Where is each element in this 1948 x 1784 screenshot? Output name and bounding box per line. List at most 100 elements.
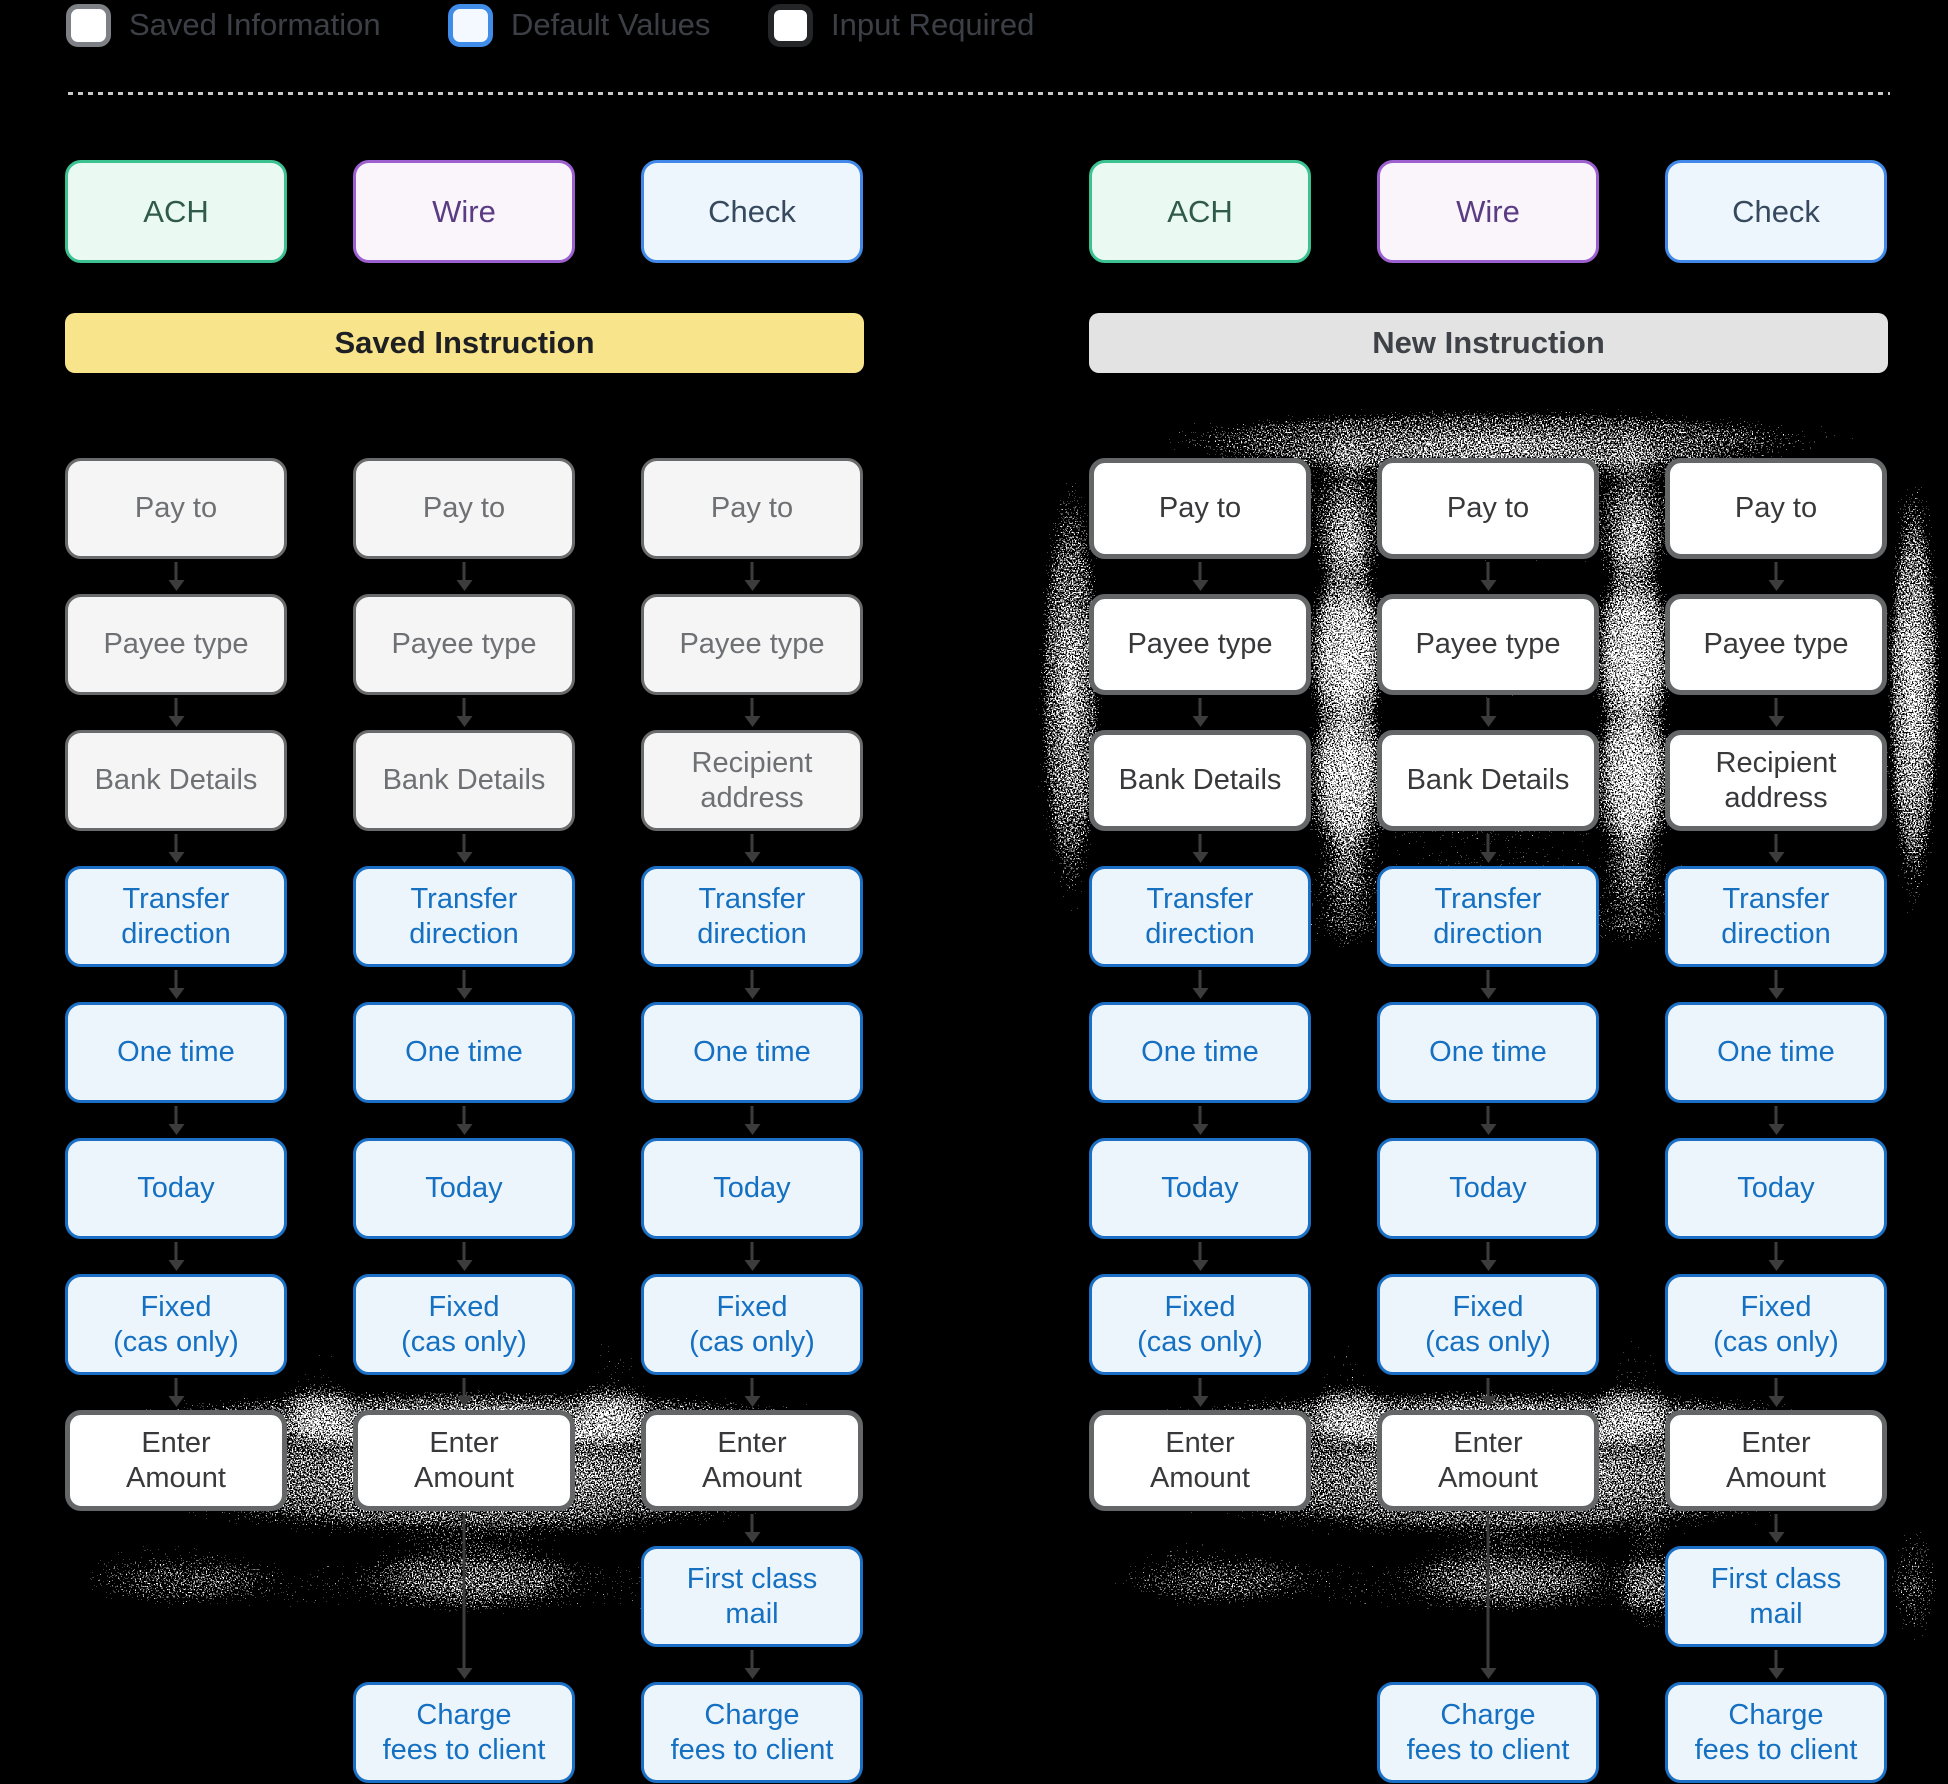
node-enter-amount[interactable]: Enter Amount xyxy=(1665,1410,1887,1511)
connector-arrow xyxy=(174,698,178,716)
node-charge-fees-to-client[interactable]: Charge fees to client xyxy=(641,1682,863,1783)
node-pay-to[interactable]: Pay to xyxy=(65,458,287,559)
node-fixed-cas-only[interactable]: Fixed (cas only) xyxy=(1377,1274,1599,1375)
connector-arrow xyxy=(750,1378,754,1396)
node-enter-amount[interactable]: Enter Amount xyxy=(1089,1410,1311,1511)
node-transfer-direction[interactable]: Transfer direction xyxy=(65,866,287,967)
connector-arrow xyxy=(750,1242,754,1260)
node-enter-amount[interactable]: Enter Amount xyxy=(353,1410,575,1511)
connector-arrow xyxy=(174,562,178,580)
connector-arrow xyxy=(750,1106,754,1124)
node-fixed-cas-only[interactable]: Fixed (cas only) xyxy=(353,1274,575,1375)
connector-arrow xyxy=(1198,562,1202,580)
node-pay-to[interactable]: Pay to xyxy=(1665,458,1887,559)
ach-button[interactable]: ACH xyxy=(65,160,287,263)
node-pay-to[interactable]: Pay to xyxy=(1089,458,1311,559)
connector-arrow xyxy=(174,1106,178,1124)
node-transfer-direction[interactable]: Transfer direction xyxy=(641,866,863,967)
connector-arrow xyxy=(462,1514,466,1668)
connector-arrow xyxy=(1486,1242,1490,1260)
connector-arrow xyxy=(462,562,466,580)
legend: Saved Information Default Values Input R… xyxy=(0,0,1948,52)
connector-arrow xyxy=(462,970,466,988)
node-one-time[interactable]: One time xyxy=(1665,1002,1887,1103)
connector-arrow xyxy=(462,834,466,852)
node-today[interactable]: Today xyxy=(1089,1138,1311,1239)
connector-arrow xyxy=(462,698,466,716)
check-button[interactable]: Check xyxy=(641,160,863,263)
node-fixed-cas-only[interactable]: Fixed (cas only) xyxy=(65,1274,287,1375)
node-recipient-address[interactable]: Recipient address xyxy=(1665,730,1887,831)
node-first-class-mail[interactable]: First class mail xyxy=(1665,1546,1887,1647)
node-today[interactable]: Today xyxy=(65,1138,287,1239)
node-payee-type[interactable]: Payee type xyxy=(1089,594,1311,695)
node-today[interactable]: Today xyxy=(353,1138,575,1239)
connector-arrow xyxy=(1774,1650,1778,1668)
connector-arrow xyxy=(750,970,754,988)
node-one-time[interactable]: One time xyxy=(1377,1002,1599,1103)
legend-label: Input Required xyxy=(831,7,1035,42)
node-fixed-cas-only[interactable]: Fixed (cas only) xyxy=(1089,1274,1311,1375)
node-payee-type[interactable]: Payee type xyxy=(1665,594,1887,695)
node-first-class-mail[interactable]: First class mail xyxy=(641,1546,863,1647)
connector-arrow xyxy=(750,834,754,852)
node-today[interactable]: Today xyxy=(1377,1138,1599,1239)
node-transfer-direction[interactable]: Transfer direction xyxy=(353,866,575,967)
node-bank-details[interactable]: Bank Details xyxy=(1377,730,1599,831)
connector-arrow xyxy=(1774,970,1778,988)
node-one-time[interactable]: One time xyxy=(641,1002,863,1103)
node-pay-to[interactable]: Pay to xyxy=(1377,458,1599,559)
legend-swatch-saved-icon xyxy=(66,3,111,47)
node-pay-to[interactable]: Pay to xyxy=(641,458,863,559)
node-bank-details[interactable]: Bank Details xyxy=(1089,730,1311,831)
node-bank-details[interactable]: Bank Details xyxy=(353,730,575,831)
node-transfer-direction[interactable]: Transfer direction xyxy=(1377,866,1599,967)
node-payee-type[interactable]: Payee type xyxy=(1377,594,1599,695)
node-charge-fees-to-client[interactable]: Charge fees to client xyxy=(353,1682,575,1783)
node-recipient-address[interactable]: Recipient address xyxy=(641,730,863,831)
node-fixed-cas-only[interactable]: Fixed (cas only) xyxy=(641,1274,863,1375)
node-enter-amount[interactable]: Enter Amount xyxy=(65,1410,287,1511)
node-payee-type[interactable]: Payee type xyxy=(641,594,863,695)
node-pay-to[interactable]: Pay to xyxy=(353,458,575,559)
node-enter-amount[interactable]: Enter Amount xyxy=(1377,1410,1599,1511)
node-charge-fees-to-client[interactable]: Charge fees to client xyxy=(1377,1682,1599,1783)
connector-arrow xyxy=(1774,1378,1778,1396)
legend-label: Saved Information xyxy=(129,7,381,42)
node-payee-type[interactable]: Payee type xyxy=(65,594,287,695)
node-today[interactable]: Today xyxy=(641,1138,863,1239)
connector-arrow xyxy=(750,1650,754,1668)
connector-arrow xyxy=(174,1242,178,1260)
connector-arrow xyxy=(1774,834,1778,852)
connector-arrow xyxy=(174,834,178,852)
node-transfer-direction[interactable]: Transfer direction xyxy=(1089,866,1311,967)
dashed-divider xyxy=(68,92,1890,95)
connector-arrow xyxy=(1774,562,1778,580)
connector-arrow xyxy=(1198,1378,1202,1396)
wire-button[interactable]: Wire xyxy=(353,160,575,263)
wire-button[interactable]: Wire xyxy=(1377,160,1599,263)
connector-arrow xyxy=(1486,698,1490,716)
node-enter-amount[interactable]: Enter Amount xyxy=(641,1410,863,1511)
node-payee-type[interactable]: Payee type xyxy=(353,594,575,695)
node-bank-details[interactable]: Bank Details xyxy=(65,730,287,831)
node-one-time[interactable]: One time xyxy=(65,1002,287,1103)
connector-arrow xyxy=(1774,1242,1778,1260)
ach-button[interactable]: ACH xyxy=(1089,160,1311,263)
node-one-time[interactable]: One time xyxy=(1089,1002,1311,1103)
connector-arrow xyxy=(1486,1378,1490,1396)
node-today[interactable]: Today xyxy=(1665,1138,1887,1239)
connector-arrow xyxy=(1198,970,1202,988)
legend-label: Default Values xyxy=(511,7,711,42)
connector-arrow xyxy=(1486,834,1490,852)
node-transfer-direction[interactable]: Transfer direction xyxy=(1665,866,1887,967)
node-fixed-cas-only[interactable]: Fixed (cas only) xyxy=(1665,1274,1887,1375)
node-charge-fees-to-client[interactable]: Charge fees to client xyxy=(1665,1682,1887,1783)
check-button[interactable]: Check xyxy=(1665,160,1887,263)
node-one-time[interactable]: One time xyxy=(353,1002,575,1103)
connector-arrow xyxy=(1198,1242,1202,1260)
